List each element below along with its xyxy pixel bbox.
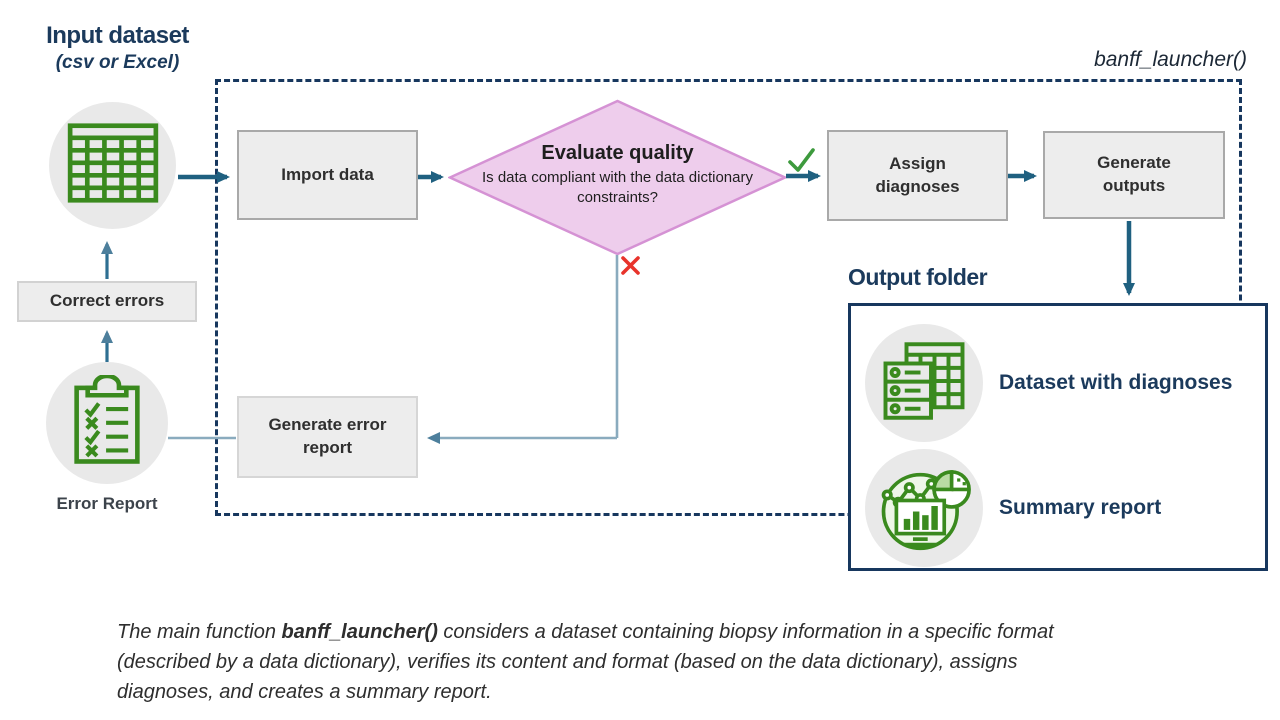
node-import-data: Import data	[237, 130, 418, 220]
spreadsheet-table-icon	[66, 122, 160, 209]
summary-report-badge	[865, 449, 983, 567]
database-table-icon	[880, 339, 968, 428]
clipboard-checklist-icon	[69, 373, 145, 472]
output-folder-panel: Dataset with diagnoses	[848, 303, 1268, 571]
banff-launcher-dashed-frame	[215, 79, 1242, 516]
assign-diagnoses-label: Assign diagnoses	[875, 153, 960, 196]
dataset-with-diagnoses-badge	[865, 324, 983, 442]
node-assign-diagnoses: Assign diagnoses	[827, 130, 1008, 221]
input-dataset-subtitle: (csv or Excel)	[55, 52, 180, 73]
generate-error-report-label: Generate error report	[268, 415, 387, 457]
dataset-with-diagnoses-label: Dataset with diagnoses	[999, 371, 1233, 394]
summary-chart-icon	[876, 460, 972, 557]
node-evaluate-quality: Evaluate quality Is data compliant with …	[446, 99, 789, 256]
node-generate-error-report: Generate error report	[237, 396, 418, 478]
caption-function-name: banff_launcher()	[281, 621, 438, 643]
node-correct-errors: Correct errors	[17, 281, 197, 322]
summary-report-label: Summary report	[999, 496, 1162, 519]
generate-outputs-label: Generate outputs	[1097, 153, 1171, 195]
caption-part2: considers a dataset containing biopsy in…	[117, 621, 1054, 703]
figure-caption: The main function banff_launcher() consi…	[117, 617, 1102, 707]
output-folder-title: Output folder	[848, 264, 988, 290]
correct-errors-label: Correct errors	[49, 291, 165, 311]
caption-part1: The main function	[117, 621, 282, 643]
decision-diamond-text: Evaluate quality Is data compliant with …	[478, 142, 758, 209]
import-data-label: Import data	[281, 164, 374, 184]
error-report-badge	[46, 362, 168, 484]
node-generate-outputs: Generate outputs	[1043, 131, 1225, 219]
input-dataset-badge	[49, 102, 176, 229]
input-dataset-title: Input dataset	[46, 22, 189, 49]
error-report-label: Error Report	[56, 494, 158, 513]
evaluate-quality-title: Evaluate quality	[541, 141, 694, 164]
decision-diamond-shape	[446, 99, 789, 256]
output-item-summary: Summary report	[865, 449, 1161, 567]
output-item-dataset: Dataset with diagnoses	[865, 324, 1232, 442]
evaluate-quality-question: Is data compliant with the data dictiona…	[482, 168, 753, 206]
function-name-label: banff_launcher()	[1094, 48, 1247, 71]
